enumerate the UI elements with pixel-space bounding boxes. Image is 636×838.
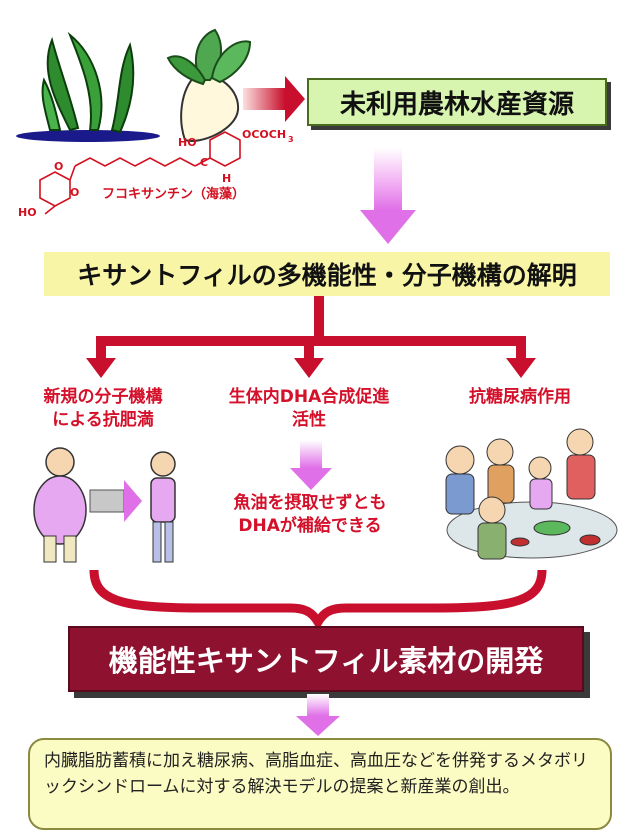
pink-down-arrow-1	[360, 148, 416, 244]
chem-o1: O	[54, 160, 63, 173]
branch-arrows	[86, 296, 536, 378]
chem-h: H	[222, 172, 231, 185]
branch-anti-obesity: 新規の分子機構 による抗肥満	[43, 387, 163, 430]
radish-icon	[166, 28, 252, 142]
fucoxanthin-structure	[39, 131, 241, 215]
branch-dha: 生体内DHA合成促進 活性	[228, 387, 390, 430]
top-illustration: HO OCOCH 3 C H O O HO フコキサンチン（海藻）	[16, 28, 416, 244]
people-icon	[445, 428, 596, 560]
mechanism-box: キサントフィルの多機能性・分子機構の解明	[44, 252, 610, 296]
food-bowl-icon	[510, 520, 601, 547]
branch-anti-diabetes: 抗糖尿病作用	[469, 387, 571, 407]
summary-box: 内臓脂肪蓄積に加え糖尿病、高脂血症、高血圧などを併発するメタボリックシンドローム…	[28, 738, 612, 830]
anti-obesity-illustration	[33, 447, 176, 563]
fucoxanthin-label: フコキサンチン（海藻）	[102, 186, 245, 202]
slim-person-icon	[150, 451, 176, 563]
pink-down-arrow-3	[296, 694, 340, 736]
seaweed-icon	[16, 31, 160, 142]
resource-box: 未利用農林水産資源	[307, 78, 607, 126]
chem-sub3: 3	[288, 135, 294, 144]
dha-result: 魚油を摂取せずとも DHAが補給できる	[233, 493, 387, 536]
gradient-arrow-icon	[89, 480, 142, 522]
overweight-person-icon	[33, 447, 87, 563]
red-right-arrow	[243, 76, 305, 122]
chem-ho-top: HO	[178, 136, 197, 149]
chem-ho-bottom: HO	[18, 206, 37, 219]
family-dinner-illustration	[445, 428, 618, 560]
development-box: 機能性キサントフィル素材の開発	[68, 626, 584, 692]
chem-o2: O	[70, 186, 79, 199]
chem-ococh3: OCOCH	[242, 128, 286, 141]
pink-down-arrow-2	[290, 440, 332, 490]
chem-c: C	[200, 156, 208, 169]
converging-arrow	[89, 569, 547, 630]
